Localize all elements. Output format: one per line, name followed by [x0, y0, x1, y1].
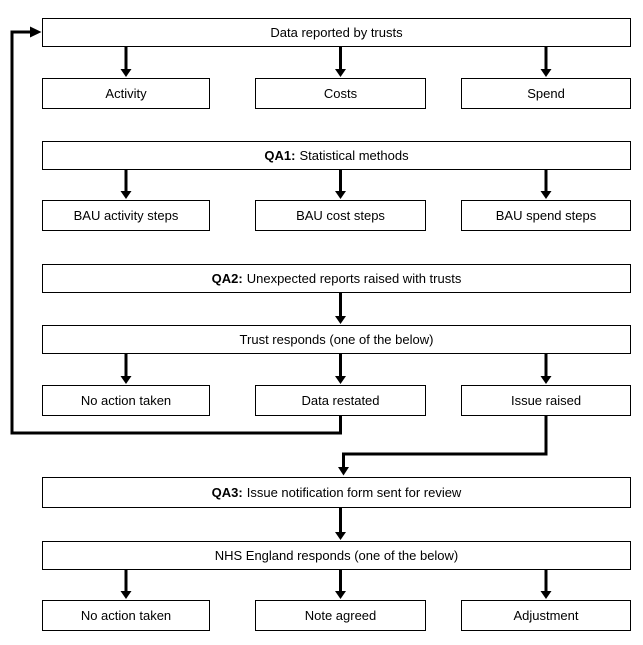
arrow-nhs-to-adjustment: [540, 570, 552, 599]
node-nhs-no-action-taken: No action taken: [42, 600, 210, 631]
arrow-data-reported-to-activity: [120, 47, 132, 77]
node-label: Activity: [105, 86, 147, 101]
node-spend: Spend: [461, 78, 631, 109]
node-label: Data reported by trusts: [270, 25, 403, 40]
arrow-nhs-to-note-agreed: [335, 570, 346, 599]
node-label: No action taken: [80, 393, 172, 408]
node-label: NHS England responds (one of the below): [214, 548, 459, 563]
arrow-nhs-to-no-action: [120, 570, 132, 599]
arrow-qa2-to-trust-responds: [335, 293, 346, 324]
node-qa3-issue-notification: QA3:Issue notification form sent for rev…: [42, 477, 631, 508]
node-note-agreed: Note agreed: [255, 600, 426, 631]
node-label: No action taken: [80, 608, 172, 623]
arrow-qa1-to-bau-activity: [120, 170, 132, 199]
node-label: BAU cost steps: [296, 208, 385, 223]
arrow-trust-to-issue-raised: [540, 354, 552, 384]
node-label: Data restated: [301, 393, 380, 408]
node-label: Issue notification form sent for review: [246, 485, 462, 500]
node-label: BAU activity steps: [73, 208, 179, 223]
node-label: Trust responds (one of the below): [239, 332, 434, 347]
node-bau-activity-steps: BAU activity steps: [42, 200, 210, 231]
node-bau-spend-steps: BAU spend steps: [461, 200, 631, 231]
arrow-trust-to-no-action: [120, 354, 132, 384]
node-label: Statistical methods: [299, 148, 409, 163]
qa1-prefix: QA1:: [264, 148, 296, 163]
node-data-reported-by-trusts: Data reported by trusts: [42, 18, 631, 47]
node-qa1-statistical-methods: QA1:Statistical methods: [42, 141, 631, 170]
node-label: Spend: [527, 86, 565, 101]
node-trust-no-action-taken: No action taken: [42, 385, 210, 416]
node-label: Note agreed: [304, 608, 377, 623]
arrow-data-reported-to-spend: [540, 47, 552, 77]
elbow-arrow-issue-raised-to-qa3: [338, 415, 548, 476]
arrow-trust-to-data-restated: [335, 354, 346, 384]
node-costs: Costs: [255, 78, 426, 109]
qa2-prefix: QA2:: [211, 271, 243, 286]
qa3-prefix: QA3:: [211, 485, 243, 500]
node-label: Costs: [323, 86, 358, 101]
node-label: Unexpected reports raised with trusts: [246, 271, 462, 286]
arrow-qa3-to-nhs-responds: [335, 508, 346, 540]
node-activity: Activity: [42, 78, 210, 109]
node-label: Issue raised: [510, 393, 582, 408]
node-label: BAU spend steps: [495, 208, 597, 223]
arrow-qa1-to-bau-spend: [540, 170, 552, 199]
node-bau-cost-steps: BAU cost steps: [255, 200, 426, 231]
node-trust-responds: Trust responds (one of the below): [42, 325, 631, 354]
node-issue-raised: Issue raised: [461, 385, 631, 416]
node-data-restated: Data restated: [255, 385, 426, 416]
node-adjustment: Adjustment: [461, 600, 631, 631]
arrow-data-reported-to-costs: [335, 47, 346, 77]
node-qa2-unexpected-reports: QA2:Unexpected reports raised with trust…: [42, 264, 631, 293]
arrow-qa1-to-bau-cost: [335, 170, 346, 199]
node-nhs-england-responds: NHS England responds (one of the below): [42, 541, 631, 570]
node-label: Adjustment: [513, 608, 579, 623]
